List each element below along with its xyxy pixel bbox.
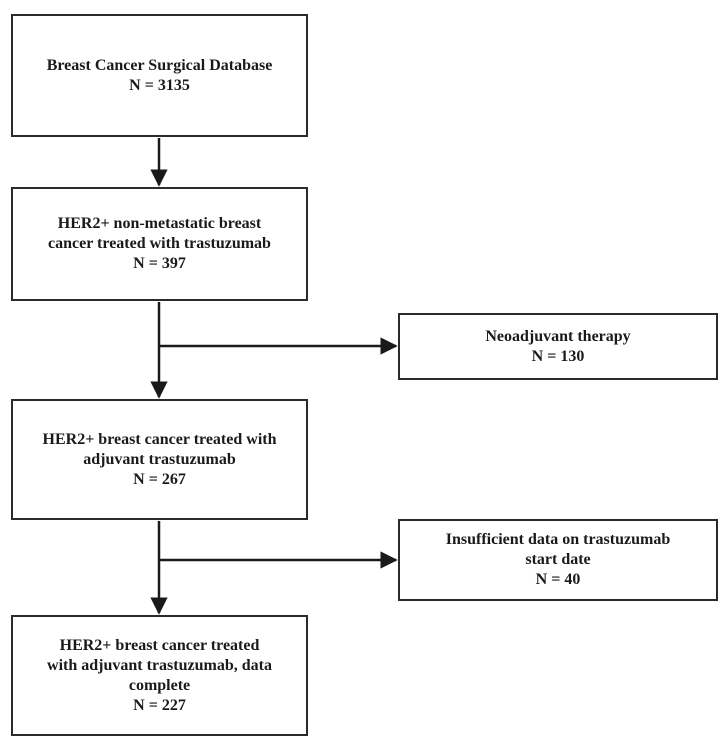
- box-insufficient-data: Insufficient data on trastuzumab start d…: [398, 519, 718, 601]
- box-her2-adjuvant-trastuzumab: HER2+ breast cancer treated with adjuvan…: [11, 399, 308, 520]
- box-title: Neoadjuvant therapy: [485, 327, 631, 345]
- box-breast-cancer-database: Breast Cancer Surgical Database N = 3135: [11, 14, 308, 137]
- box-title-line-1: HER2+ non-metastatic breast: [57, 215, 262, 232]
- box-count: N = 267: [133, 470, 186, 488]
- box-title: Breast Cancer Surgical Database: [46, 56, 273, 74]
- box-title-line-1: HER2+ breast cancer treated with: [42, 430, 277, 448]
- box-title-line-1: HER2+ breast cancer treated: [59, 636, 260, 654]
- box-count: N = 130: [531, 347, 585, 365]
- box-her2-nonmetastatic: HER2+ non-metastatic breast cancer treat…: [11, 187, 308, 301]
- box-count: N = 3135: [129, 76, 190, 94]
- box-final-cohort: HER2+ breast cancer treated with adjuvan…: [11, 615, 308, 736]
- box-neoadjuvant-therapy: Neoadjuvant therapy N = 130: [398, 313, 718, 380]
- box-count: N = 227: [133, 696, 186, 714]
- box-count: N = 397: [133, 255, 186, 272]
- box-title-line-2: cancer treated with trastuzumab: [48, 235, 271, 252]
- box-count: N = 40: [535, 571, 581, 588]
- box-title-line-2: with adjuvant trastuzumab, data: [47, 656, 272, 674]
- box-title-line-2: adjuvant trastuzumab: [83, 450, 236, 468]
- box-title-line-3: complete: [128, 676, 191, 694]
- box-title-line-1: Insufficient data on trastuzumab: [445, 531, 671, 548]
- box-title-line-2: start date: [525, 551, 591, 568]
